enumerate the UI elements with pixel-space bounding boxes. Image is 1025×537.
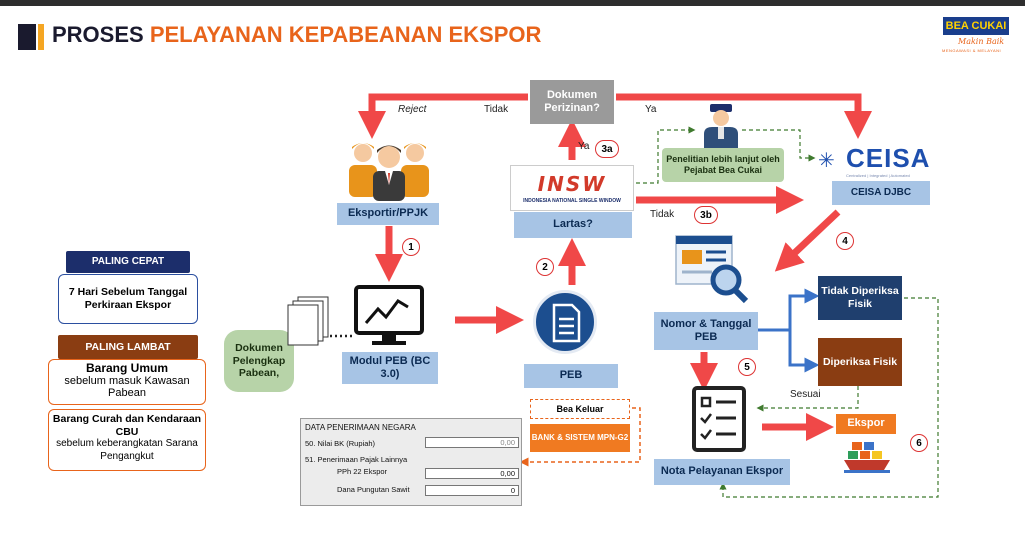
step-2: 2 [536, 258, 554, 276]
form-row2-label: 51. Penerimaan Pajak Lainnya [305, 455, 408, 464]
ceisa-logo: CEISA [846, 143, 931, 173]
paling-cepat-header: PALING CEPAT [66, 251, 190, 273]
step-6: 6 [910, 434, 928, 452]
step-4: 4 [836, 232, 854, 250]
step-3b: 3b [694, 206, 718, 224]
insw-subtitle: INDONESIA NATIONAL SINGLE WINDOW [523, 198, 621, 204]
ceisa-djbc-node: CEISA DJBC [832, 181, 930, 205]
form-heading: DATA PENERIMAAN NEGARA [305, 423, 416, 432]
tidak-diperiksa-node: Tidak Diperiksa Fisik [818, 276, 902, 320]
arrow-penelitian-out [742, 129, 816, 162]
bank-sistem-node: BANK & SISTEM MPN-G2 [530, 424, 630, 452]
step-5: 5 [738, 358, 756, 376]
barang-curah-box: Barang Curah dan Kendaraan CBU sebelum k… [48, 409, 206, 471]
connector-bea-keluar [519, 407, 641, 467]
ceisa-spark-icon: ✳ [818, 150, 835, 172]
paling-lambat-header: PALING LAMBAT [58, 335, 198, 359]
barang-umum-desc: sebelum masuk Kawasan Pabean [64, 375, 190, 399]
label-tidak-top: Tidak [484, 104, 509, 115]
dokumen-pelengkap-node: Dokumen Pelengkap Pabean, [224, 330, 294, 392]
logo-tagline: Makin Baik [958, 37, 1005, 46]
arrow-penelitian-in [636, 126, 696, 184]
insw-logo-frame [510, 165, 634, 211]
barang-umum-title: Barang Umum [85, 361, 168, 375]
peb-node: PEB [524, 364, 618, 388]
title-mark-accent [38, 24, 44, 50]
label-ya-3a: Ya [578, 141, 590, 152]
officer-icon [704, 104, 738, 148]
arrow-4 [774, 209, 841, 272]
documents-icon [287, 296, 329, 346]
web-search-icon [675, 235, 749, 304]
step-3a: 3a [595, 140, 619, 158]
arrow-reject [358, 93, 528, 139]
nomor-tanggal-node: Nomor & Tanggal PEB [654, 312, 758, 350]
bea-keluar-node: Bea Keluar [530, 399, 630, 419]
diperiksa-node: Diperiksa Fisik [818, 338, 902, 386]
data-penerimaan-form: DATA PENERIMAAN NEGARA 50. Nilai BK (Rup… [300, 418, 522, 506]
nota-pelayanan-node: Nota Pelayanan Ekspor [654, 459, 790, 485]
arrow-diperiksa [788, 330, 820, 373]
top-bar [0, 0, 1025, 6]
arrow-ya-ceisa [616, 93, 872, 139]
document-icon [552, 303, 581, 343]
people-icon [349, 143, 429, 201]
arrow-6 [719, 297, 939, 498]
eksportir-node: Eksportir/PPJK [337, 203, 439, 225]
barang-curah-desc: sebelum keberangkatan Sarana Pengangkut [56, 438, 198, 462]
ceisa-tagline: Centralized | Integrated | Automated [846, 173, 910, 178]
modul-peb-node: Modul PEB (BC 3.0) [342, 352, 438, 384]
label-reject: Reject [398, 104, 427, 115]
form-row3-label: PPh 22 Ekspor [337, 467, 388, 476]
label-sesuai: Sesuai [790, 389, 821, 400]
lartas-node: Lartas? [514, 212, 632, 238]
form-row4-label: Dana Pungutan Sawit [337, 485, 410, 494]
penelitian-node: Penelitian lebih lanjut oleh Pejabat Bea… [662, 148, 784, 182]
arrow-sesuai [756, 386, 859, 412]
bea-cukai-logo: BEA CUKAI [943, 17, 1009, 35]
pph22-field[interactable]: 0,00 [425, 468, 519, 479]
checklist-icon [692, 386, 746, 452]
step-1: 1 [402, 238, 420, 256]
cargo-ship-icon [844, 442, 890, 473]
peb-document-circle [533, 290, 597, 354]
barang-umum-box: Barang Umum sebelum masuk Kawasan Pabean [48, 359, 206, 405]
page-title: PROSES PELAYANAN KEPABEANAN EKSPOR [52, 22, 542, 47]
insw-logo: INSW [537, 172, 607, 196]
monitor-chart-icon [354, 285, 424, 345]
dana-sawit-field[interactable]: 0 [425, 485, 519, 496]
ekspor-node: Ekspor [836, 414, 896, 434]
barang-curah-title: Barang Curah dan Kendaraan CBU [52, 413, 202, 438]
form-row1-label: 50. Nilai BK (Rupiah) [305, 439, 376, 448]
title-mark [18, 24, 36, 50]
nilai-bk-field[interactable]: 0,00 [425, 437, 519, 448]
paling-cepat-text: 7 Hari Sebelum Tanggal Perkiraan Ekspor [58, 274, 198, 324]
logo-subtagline: MENGAWASI & MELAYANI [942, 48, 1002, 53]
dokumen-perizinan-node: Dokumen Perizinan? [530, 80, 614, 124]
label-tidak-3b: Tidak [650, 209, 675, 220]
label-ya-top: Ya [645, 104, 657, 115]
arrow-tidak-diperiksa [758, 288, 820, 332]
